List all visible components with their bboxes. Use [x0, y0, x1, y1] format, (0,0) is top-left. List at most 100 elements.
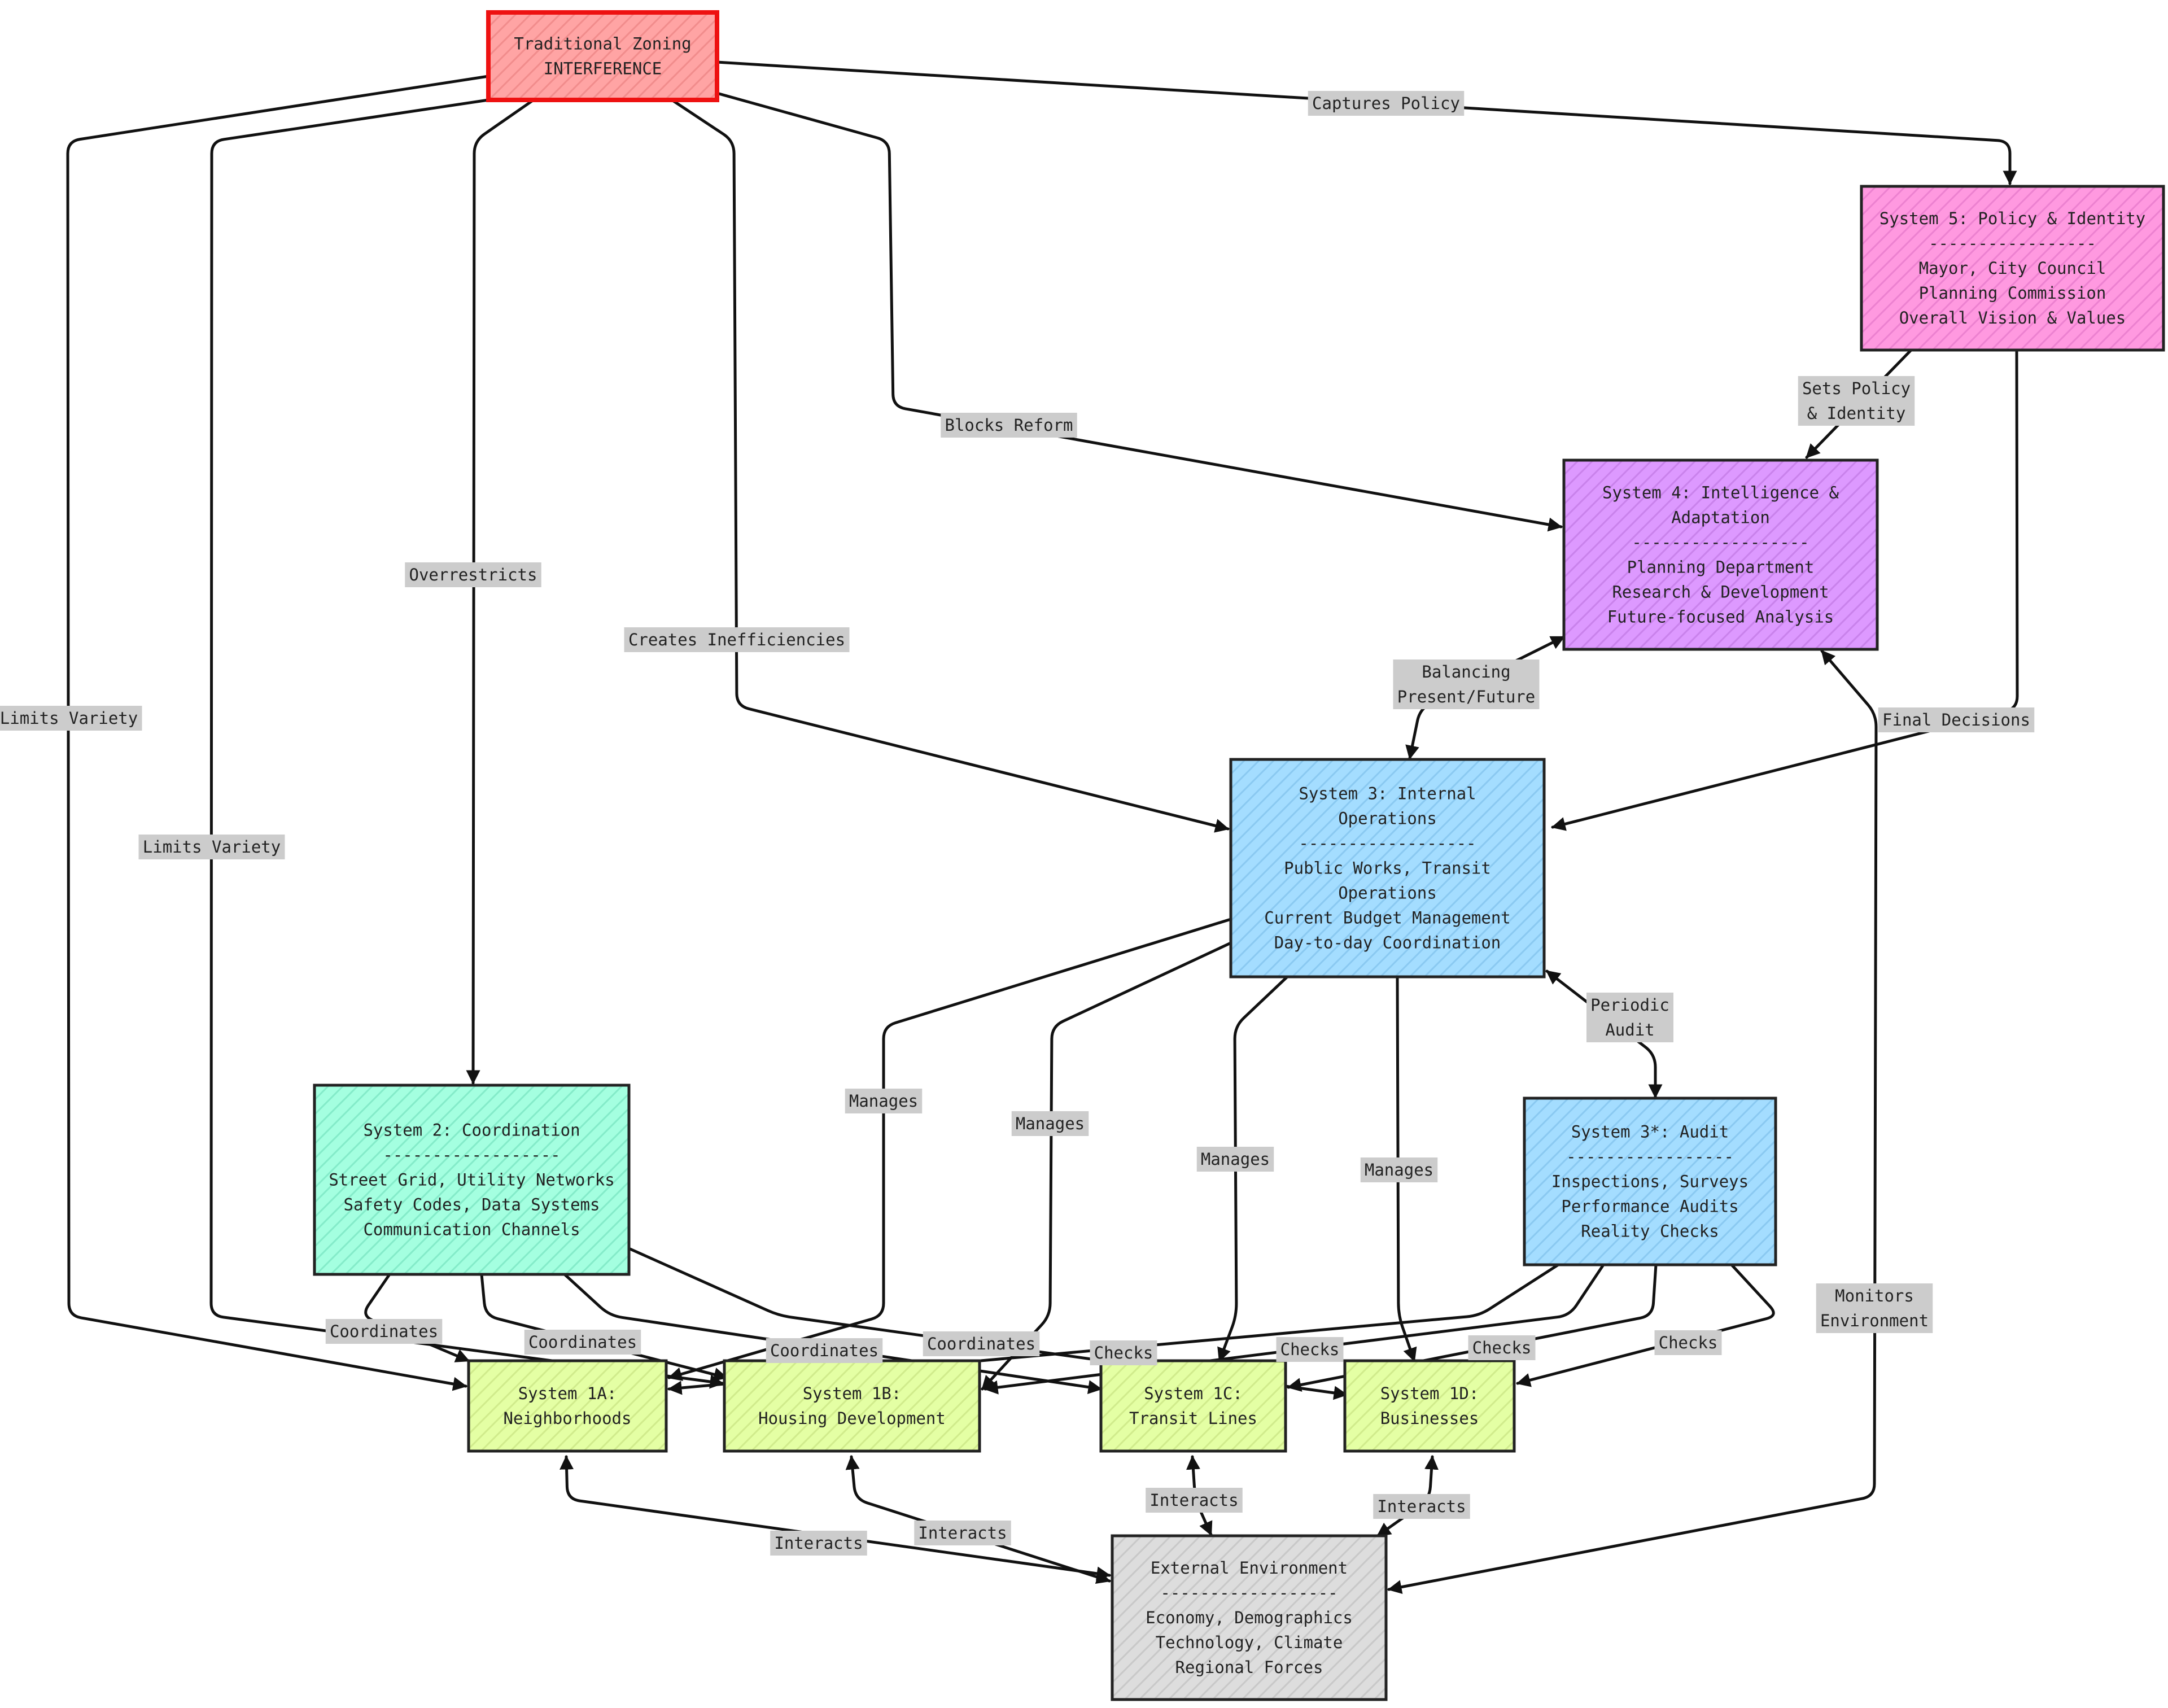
edge-label-bg [923, 1331, 1040, 1356]
node-zoning-line: Traditional Zoning [514, 34, 691, 54]
node-sys3-line: Operations [1338, 884, 1437, 903]
node-fill [1101, 1361, 1286, 1451]
node-s1c-line: System 1C: [1144, 1384, 1243, 1403]
edge-label-text: Manages [1365, 1160, 1433, 1180]
edge-label-bg [624, 627, 850, 652]
node-fill [488, 12, 717, 100]
node-sys5[interactable]: System 5: Policy & Identity-------------… [1698, 185, 2168, 352]
edge-label-text: Coordinates [927, 1334, 1035, 1353]
edge-label-bg [1878, 707, 2035, 732]
edge-label-text: Sets Policy [1802, 379, 1911, 398]
node-sys2-line: System 2: Coordination [363, 1121, 580, 1140]
node-s1c[interactable]: System 1C:Transit Lines [1011, 1359, 1453, 1453]
edge-sys3a-to-s1c [1287, 1263, 1658, 1392]
edge-label-text: Limits Variety [0, 709, 138, 728]
edges-layer [66, 60, 2019, 1595]
edge-label-bg [1654, 1330, 1722, 1355]
edge-label: Checks [1276, 1337, 1344, 1362]
edge-sys3-to-s1a [667, 918, 1232, 1381]
edge-label-text: Checks [1280, 1340, 1340, 1359]
edge-sys2-to-s1c [563, 1273, 1103, 1395]
node-sys3[interactable]: System 3: InternalOperations------------… [1013, 758, 1965, 979]
node-sys4-line: Adaptation [1671, 508, 1770, 527]
node-sys3a-line: ----------------- [1566, 1147, 1734, 1167]
edge-label-text: Checks [1472, 1338, 1532, 1357]
node-s1a-line: System 1A: [518, 1384, 617, 1403]
edge-label-text: Audit [1605, 1020, 1654, 1039]
hatch-texture [1524, 1098, 1776, 1265]
node-sys4-line: Future-focused Analysis [1607, 608, 1834, 627]
edge-label-text: Coordinates [770, 1341, 878, 1360]
edge-label-text: Blocks Reform [945, 416, 1073, 435]
node-s1a[interactable]: System 1A:Neighborhoods [378, 1359, 836, 1453]
edge-label-text: Interacts [1377, 1497, 1466, 1516]
edge-label-text: Checks [1659, 1333, 1718, 1352]
edge-sys3-to-sys3a [1545, 969, 1663, 1099]
edge-label-text: Interacts [918, 1523, 1007, 1543]
node-env-line: Technology, Climate [1156, 1633, 1343, 1652]
edge-label-text: Limits Variety [143, 837, 281, 857]
edge-label-bg [138, 835, 285, 859]
node-zoning-line: INTERFERENCE [544, 59, 662, 78]
node-sys3a[interactable]: System 3*: Audit-----------------Inspect… [1358, 1097, 2097, 1266]
node-border [313, 1084, 631, 1276]
edge-label-text: Captures Policy [1312, 94, 1460, 113]
node-border [1111, 1534, 1388, 1701]
edge-sys3-to-s1b [981, 941, 1232, 1391]
node-sys4[interactable]: System 4: Intelligence &Adaptation------… [1375, 458, 2168, 651]
edge-label: Manages [1360, 1157, 1438, 1182]
node-sys2[interactable]: System 2: Coordination------------------… [125, 1084, 1004, 1276]
edge-label: Limits Variety [0, 706, 142, 731]
edge-label-bg [1090, 1340, 1157, 1365]
node-env-line: Economy, Demographics [1146, 1608, 1353, 1627]
node-sys5-line: ----------------- [1929, 234, 2096, 253]
edge-sys3a-to-s1d [1516, 1263, 1775, 1387]
node-sys4-line: Research & Development [1612, 583, 1829, 602]
edge-label-bg [1816, 1283, 1933, 1333]
hatch-texture [1861, 186, 2163, 350]
edge-label-text: Manages [1201, 1150, 1270, 1169]
edge-label-bg [1308, 91, 1465, 116]
node-sys5-line: Mayor, City Council [1919, 259, 2106, 278]
edge-label-text: Monitors [1835, 1286, 1914, 1305]
node-sys4-line: Planning Department [1627, 558, 1815, 577]
edge-label: Creates Inefficiencies [624, 627, 850, 652]
hatch-texture [314, 1085, 629, 1274]
edge-zoning-to-sys4 [715, 91, 1563, 532]
edge-sys3a-to-s1a [667, 1263, 1560, 1395]
node-sys3a-line: Performance Audits [1561, 1197, 1738, 1216]
node-border [1523, 1097, 1777, 1266]
node-border [1562, 458, 1879, 651]
node-border [1099, 1359, 1287, 1453]
node-sys2-line: Street Grid, Utility Networks [329, 1170, 614, 1190]
edge-label-bg [325, 1319, 443, 1344]
edge-label-text: Creates Inefficiencies [628, 630, 845, 649]
edge-label-bg [1360, 1157, 1438, 1182]
node-sys5-line: Overall Vision & Values [1899, 308, 2126, 327]
edge-label-bg [1798, 376, 1915, 426]
edge-label-bg [770, 1531, 867, 1556]
edge-label-bg [1011, 1111, 1089, 1136]
node-sys3a-line: System 3*: Audit [1571, 1122, 1729, 1142]
node-s1d-line: Businesses [1380, 1409, 1479, 1428]
edge-s1a-to-env [560, 1455, 1111, 1581]
node-border [1229, 758, 1546, 979]
hatch-texture [1231, 759, 1544, 977]
node-border [486, 10, 719, 102]
edge-zoning-to-sys5 [715, 60, 2017, 185]
edge-label: Checks [1090, 1340, 1157, 1365]
edge-label-text: Balancing [1422, 662, 1510, 682]
edge-label: Coordinates [923, 1331, 1040, 1356]
node-env[interactable]: External Environment------------------Ec… [948, 1534, 1699, 1701]
node-s1d[interactable]: System 1D:Businesses [1255, 1359, 1682, 1453]
edge-label: Manages [1011, 1111, 1089, 1136]
node-s1b[interactable]: System 1B:Housing Development [634, 1359, 1150, 1453]
edge-label: Interacts [770, 1531, 867, 1556]
node-sys3-line: Current Budget Management [1264, 908, 1511, 928]
